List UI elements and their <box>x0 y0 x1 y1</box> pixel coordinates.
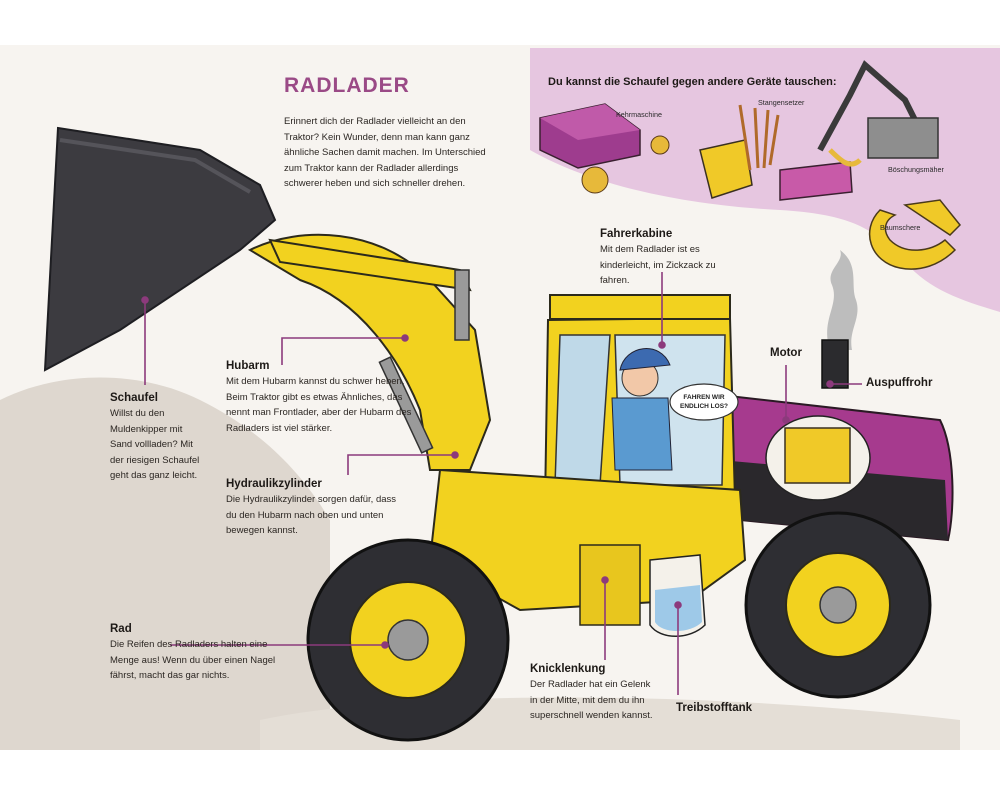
speech-text: FAHREN WIR ENDLICH LOS? <box>679 394 729 410</box>
page-title: RADLADER <box>284 74 410 97</box>
rad-text: Die Reifen des Radladers halten eine Men… <box>110 639 276 681</box>
fahrerkabine-label: Fahrerkabine <box>600 228 673 240</box>
intro-text: Erinnert dich der Radlader vielleicht an… <box>284 116 486 189</box>
motor-label: Motor <box>770 347 802 359</box>
hydraulik-text: Die Hydraulikzylinder sorgen dafür, dass… <box>226 494 397 536</box>
exhaust-pipe <box>821 339 849 389</box>
tool-baumschere-label: Baumschere <box>880 223 921 232</box>
boeschungsmaeher-icon <box>779 60 939 201</box>
hubarm <box>247 233 492 471</box>
sand-area <box>0 377 330 750</box>
tool-stangensetzer-label: Stangensetzer <box>758 98 805 107</box>
tools-background <box>530 48 1000 312</box>
fahrerkabine-text: Mit dem Radlader ist es kinderleicht, im… <box>600 244 716 286</box>
tools-heading: Du kannst die Schaufel gegen andere Gerä… <box>548 76 837 88</box>
baumschere-icon <box>869 199 962 270</box>
bucket <box>43 126 277 372</box>
schaufel-label: Schaufel <box>110 392 158 404</box>
knicklenkung-text: Der Radlader hat ein Gelenk in der Mitte… <box>530 679 653 721</box>
front-wheel <box>306 538 510 742</box>
rad-label: Rad <box>110 623 132 635</box>
auspuff-label: Auspuffrohr <box>866 377 933 389</box>
stangensetzer-icon <box>699 104 780 199</box>
tool-boeschungsmaeher-label: Böschungsmäher <box>888 165 944 174</box>
smoke-icon <box>827 250 858 350</box>
hubarm-label: Hubarm <box>226 360 270 372</box>
hubarm-text: Mit dem Hubarm kannst du schwer heben. B… <box>226 376 412 434</box>
rear-wheel <box>744 511 932 699</box>
kehrmaschine-icon <box>539 103 670 194</box>
leader-lines <box>141 272 862 695</box>
knicklenkung-label: Knicklenkung <box>530 663 606 675</box>
treibstofftank-label: Treibstofftank <box>676 702 753 714</box>
tool-kehrmaschine-label: Kehrmaschine <box>616 110 662 119</box>
schaufel-text: Willst du den Muldenkipper mit Sand voll… <box>110 408 200 481</box>
speech-bubble <box>669 383 739 421</box>
hydraulik-label: Hydraulikzylinder <box>226 478 322 490</box>
